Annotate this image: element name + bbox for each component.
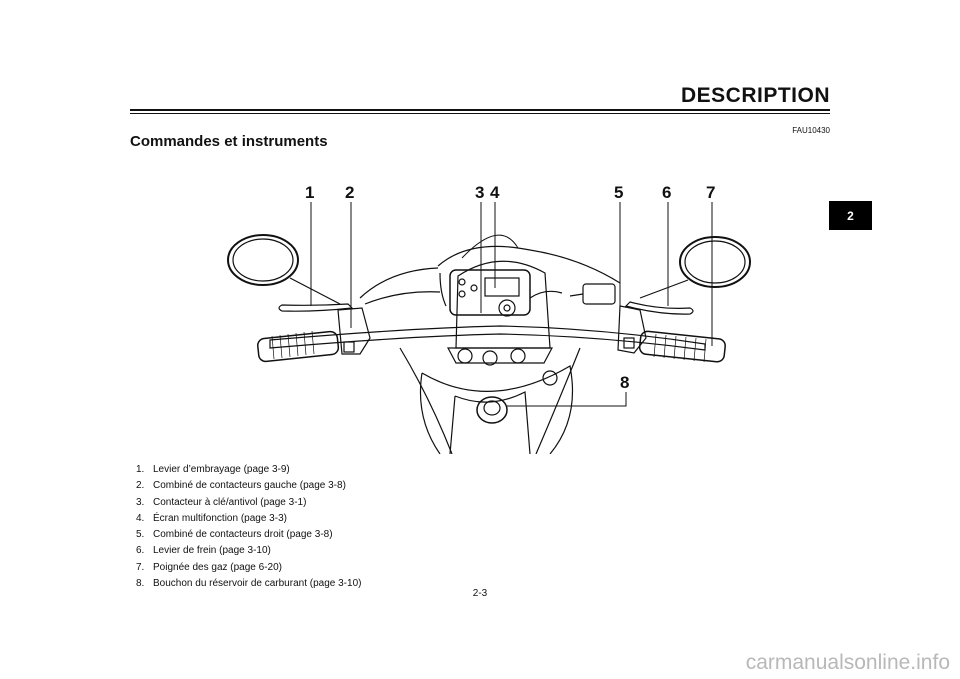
handlebar-illustration: 1 2 3 4 5 6 7 8 xyxy=(200,178,760,454)
callout-7: 7 xyxy=(706,183,716,202)
legend-item: 7.Poignée des gaz (page 6-20) xyxy=(136,561,282,573)
headlight-cowl xyxy=(455,260,551,349)
right-switch-housing xyxy=(617,305,647,354)
header-rule xyxy=(130,109,830,111)
leader-line-8 xyxy=(507,392,627,407)
key-switch xyxy=(498,299,516,317)
right-grip xyxy=(638,330,726,363)
section-title: DESCRIPTION xyxy=(680,84,830,107)
chapter-tab[interactable]: 2 xyxy=(829,201,872,230)
left-switch-housing xyxy=(337,307,371,355)
reference-code: FAU10430 xyxy=(792,126,830,135)
watermark[interactable]: carmanualsonline.info xyxy=(745,651,950,674)
callout-8: 8 xyxy=(620,373,630,392)
callout-6: 6 xyxy=(662,183,672,202)
handlebar-drawing xyxy=(227,202,751,454)
left-mirror xyxy=(227,234,299,286)
fuel-cap xyxy=(476,396,508,424)
legend-item: 2.Combiné de contacteurs gauche (page 3-… xyxy=(136,480,346,492)
left-grip xyxy=(257,330,340,363)
fuel-tank xyxy=(419,365,574,454)
callout-5: 5 xyxy=(614,183,624,202)
brake-lever xyxy=(624,301,694,315)
callout-2: 2 xyxy=(345,183,355,202)
page-subtitle: Commandes et instruments xyxy=(130,133,328,150)
multifunction-display xyxy=(449,269,531,316)
callout-4: 4 xyxy=(490,183,500,202)
header-rule-thin xyxy=(130,113,830,114)
legend-item: 6.Levier de frein (page 3-10) xyxy=(136,545,271,557)
right-mirror xyxy=(679,236,751,288)
legend-item: 8.Bouchon du réservoir de carburant (pag… xyxy=(136,578,362,590)
legend-item: 1.Levier d’embrayage (page 3-9) xyxy=(136,464,290,475)
component-legend: 1.Levier d’embrayage (page 3-9) 2.Combin… xyxy=(136,462,361,592)
legend-item: 3.Contacteur à clé/antivol (page 3-1) xyxy=(136,496,307,508)
legend-item: 5.Combiné de contacteurs droit (page 3-8… xyxy=(136,529,333,541)
legend-item: 4.Écran multifonction (page 3-3) xyxy=(136,512,287,524)
page-number: 2-3 xyxy=(472,588,488,599)
clutch-lever xyxy=(278,303,354,312)
callout-1: 1 xyxy=(305,183,315,202)
callout-3: 3 xyxy=(475,183,485,202)
